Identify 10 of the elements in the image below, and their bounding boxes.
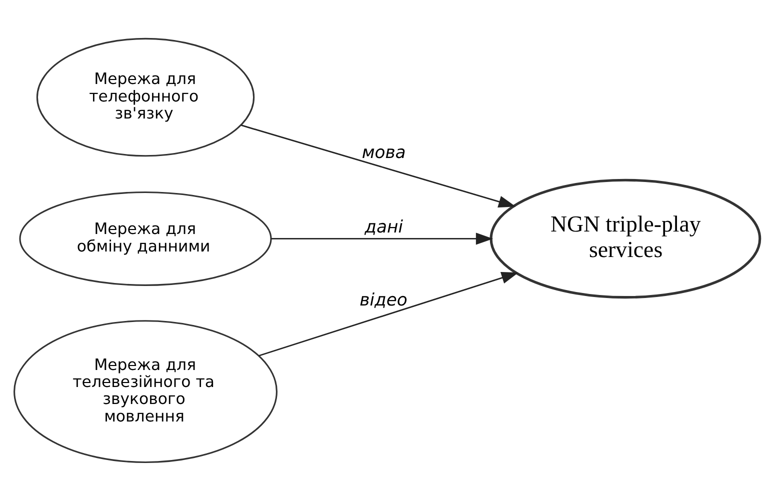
arrow — [271, 232, 494, 245]
edge-label: мова — [362, 143, 406, 164]
arrow — [258, 272, 519, 356]
node-ellipse: Мережа для телефонного зв'язку — [36, 38, 255, 157]
arrow — [241, 124, 516, 208]
edge-label: дані — [364, 217, 403, 238]
node-ellipse: Мережа для телевезійного та звукового мовлення — [14, 320, 278, 464]
node-ellipse: Мережа для обміну данними — [19, 191, 272, 286]
node-ellipse: NGN triple-play services — [490, 178, 762, 299]
edge-label: відео — [360, 290, 408, 310]
